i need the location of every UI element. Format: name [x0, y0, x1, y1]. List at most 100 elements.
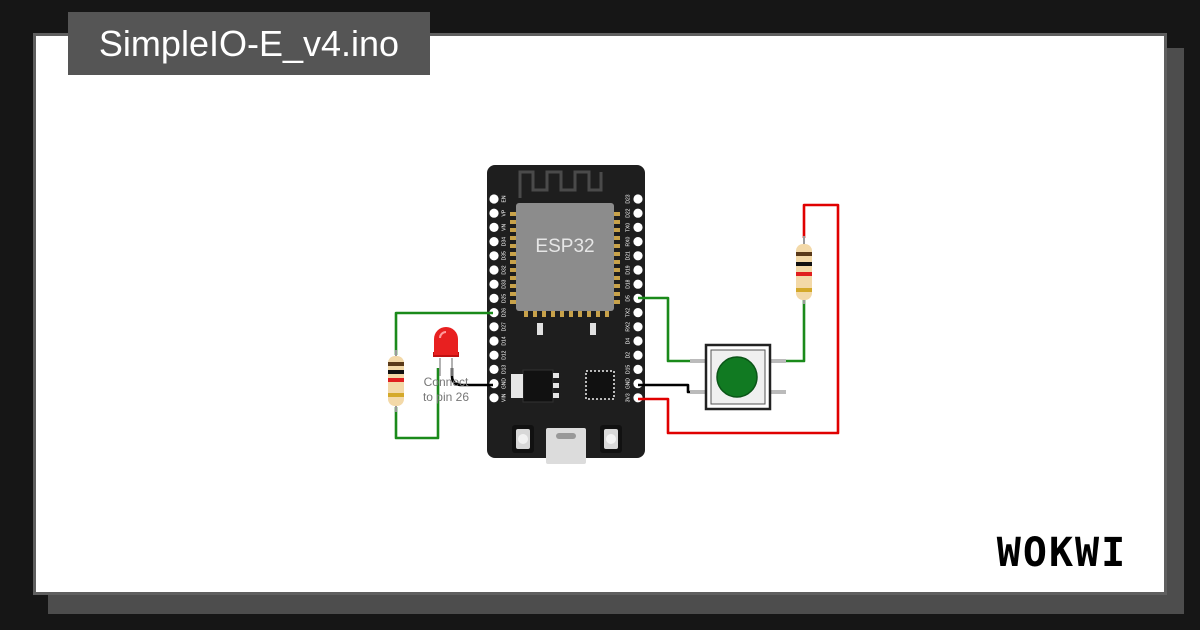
- module-pad: [614, 292, 620, 296]
- pin-left-label: D34: [502, 237, 508, 246]
- voltage-regulator: [511, 369, 559, 403]
- pin-right-tx2[interactable]: [633, 308, 643, 318]
- pin-left-d33[interactable]: [489, 279, 499, 289]
- pin-right-label: RX2: [626, 322, 632, 332]
- wire-d26-resistor[interactable]: [394, 311, 493, 355]
- module-pad: [510, 244, 516, 248]
- module-pad: [614, 252, 620, 256]
- module-pad: [614, 220, 620, 224]
- pin-right-gnd[interactable]: [633, 379, 643, 389]
- pin-right-rx2[interactable]: [633, 322, 643, 332]
- pin-right-d18[interactable]: [633, 279, 643, 289]
- pin-left-d35[interactable]: [489, 251, 499, 261]
- module-pad: [510, 292, 516, 296]
- pin-right-d19[interactable]: [633, 265, 643, 275]
- pin-left-vin[interactable]: [489, 393, 499, 403]
- module-pad: [510, 284, 516, 288]
- pin-right-label: GND: [626, 378, 632, 390]
- project-title: SimpleIO-E_v4.ino: [68, 12, 430, 75]
- wire-pullup-button[interactable]: [770, 300, 806, 363]
- module-pad: [510, 228, 516, 232]
- module-pad: [614, 300, 620, 304]
- module-pads: [510, 212, 620, 317]
- pin-right-label: D18: [626, 279, 632, 288]
- pin-left-d32[interactable]: [489, 265, 499, 275]
- pin-right-label: D22: [626, 208, 632, 217]
- pin-left-gnd[interactable]: [489, 379, 499, 389]
- smd-resistor: [590, 323, 596, 335]
- pin-right-tx0[interactable]: [633, 222, 643, 232]
- button-cap[interactable]: [717, 357, 757, 397]
- pin-right-d21[interactable]: [633, 251, 643, 261]
- annotation-line1: Connect: [424, 375, 469, 389]
- wire-led-gnd[interactable]: [450, 368, 493, 387]
- module-pad: [614, 236, 620, 240]
- pin-right-d23[interactable]: [633, 194, 643, 204]
- pin-left-label: D26: [502, 308, 508, 317]
- pin-right-label: D4: [626, 338, 632, 345]
- pin-right-rx0[interactable]: [633, 237, 643, 247]
- module-pad: [510, 220, 516, 224]
- module-pad: [587, 311, 591, 317]
- pin-right-d22[interactable]: [633, 208, 643, 218]
- pin-right-label: D2: [626, 352, 632, 359]
- resistor-pullup[interactable]: [796, 236, 812, 304]
- pin-right-label: D19: [626, 265, 632, 274]
- pin-left-label: D35: [502, 251, 508, 260]
- wire-d5-button[interactable]: [638, 296, 706, 363]
- pin-left-label: D27: [502, 322, 508, 331]
- pin-left-label: GND: [502, 378, 508, 390]
- pin-left-en[interactable]: [489, 194, 499, 204]
- boot-button[interactable]: [512, 425, 534, 453]
- pin-left-d12[interactable]: [489, 350, 499, 360]
- module-pad: [533, 311, 537, 317]
- pin-right-label: D15: [626, 365, 632, 374]
- pin-right-label: D5: [626, 295, 632, 302]
- wokwi-logo: WOKWI: [997, 530, 1127, 576]
- pin-left-label: VIN: [502, 393, 508, 402]
- module-pad: [560, 311, 564, 317]
- module-pad: [614, 244, 620, 248]
- pin-left-d25[interactable]: [489, 293, 499, 303]
- wire-3v3-pullup[interactable]: [638, 203, 840, 435]
- esp32-board[interactable]: ESP32 EN: [487, 165, 645, 464]
- module-pad: [596, 311, 600, 317]
- module-pad: [510, 252, 516, 256]
- module-pad: [569, 311, 573, 317]
- module-pad: [542, 311, 546, 317]
- module-pad: [614, 276, 620, 280]
- pin-left-d26[interactable]: [489, 308, 499, 318]
- resistor-led[interactable]: [388, 350, 404, 412]
- pin-left-vn[interactable]: [489, 222, 499, 232]
- module-pad: [578, 311, 582, 317]
- pin-left-label: EN: [502, 195, 508, 202]
- module-pad: [510, 260, 516, 264]
- pin-left-d34[interactable]: [489, 237, 499, 247]
- pin-right-label: TX0: [626, 223, 632, 232]
- pin-left-d13[interactable]: [489, 364, 499, 374]
- pushbutton[interactable]: [690, 343, 786, 411]
- chip-label: ESP32: [535, 236, 594, 257]
- pin-left-d14[interactable]: [489, 336, 499, 346]
- module-pad: [510, 276, 516, 280]
- pin-left-label: VN: [502, 224, 508, 231]
- pin-right-d2[interactable]: [633, 350, 643, 360]
- pin-left-label: D32: [502, 265, 508, 274]
- annotation-line2: to pin 26: [423, 390, 469, 404]
- pin-left-vp[interactable]: [489, 208, 499, 218]
- pin-left-label: D12: [502, 350, 508, 359]
- module-pad: [614, 260, 620, 264]
- pin-right-d4[interactable]: [633, 336, 643, 346]
- module-pad: [524, 311, 528, 317]
- red-led[interactable]: [433, 327, 459, 376]
- pin-left-d27[interactable]: [489, 322, 499, 332]
- module-pad: [614, 228, 620, 232]
- pin-right-d15[interactable]: [633, 364, 643, 374]
- module-pad: [551, 311, 555, 317]
- wire-resistor-led[interactable]: [394, 368, 440, 440]
- reset-button[interactable]: [600, 425, 622, 453]
- pin-left-label: D13: [502, 365, 508, 374]
- esp32-module: [516, 203, 614, 311]
- module-pad: [510, 212, 516, 216]
